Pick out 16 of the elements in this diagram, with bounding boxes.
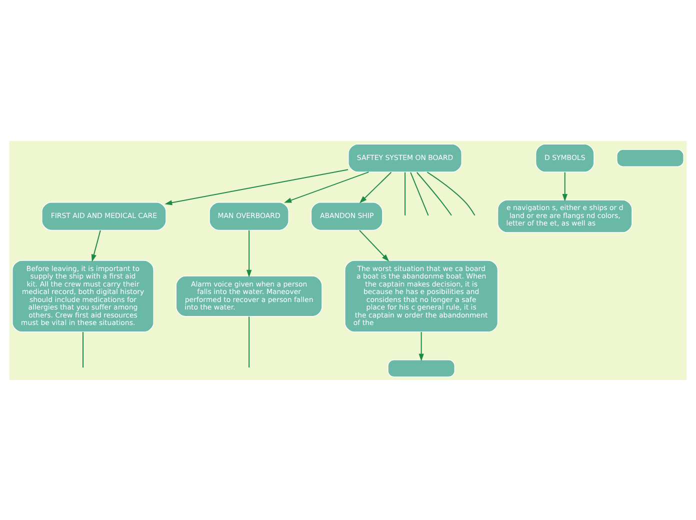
arrow [246,230,252,277]
arrow [284,171,369,202]
arrow [91,230,101,262]
connector [82,332,84,368]
arrow [359,171,392,203]
connector [404,172,406,215]
connector [427,171,476,216]
arrow [359,230,390,262]
node-box [616,148,684,166]
arrow [164,168,348,205]
node-box [388,358,456,377]
connector [248,316,250,367]
connector [416,172,452,216]
arrow [418,332,424,361]
connector [410,172,429,216]
arrow [562,172,568,201]
